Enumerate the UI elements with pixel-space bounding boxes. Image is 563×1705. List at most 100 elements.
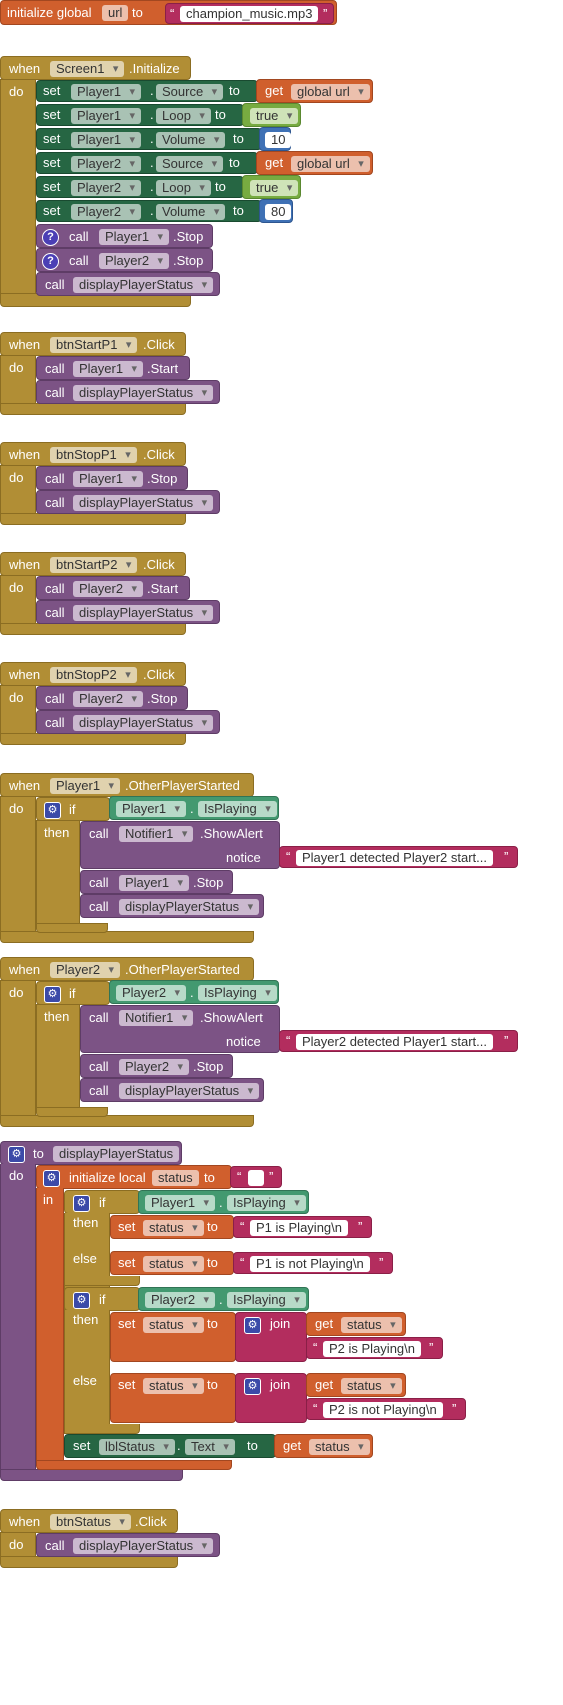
local-init-value[interactable] (248, 1170, 264, 1186)
proc-dropdown[interactable]: displayPlayerStatus (73, 715, 214, 731)
set-player2-volume[interactable]: set Player2 . Volume to (36, 200, 262, 222)
set-component-dropdown[interactable]: Player2 (71, 180, 142, 196)
get-var-dropdown[interactable]: status (341, 1378, 402, 1394)
player2-otherplayerstarted-event[interactable]: when Player2 .OtherPlayerStarted (0, 957, 254, 981)
global-text-block[interactable]: “ champion_music.mp3 ” (165, 3, 334, 24)
set-player1-loop[interactable]: set Player1 . Loop to (36, 104, 244, 126)
btnstopp2-click-event[interactable]: when btnStopP2 .Click (0, 662, 186, 686)
call-component-dropdown[interactable]: Player2 (99, 253, 170, 269)
call-display-status[interactable]: call displayPlayerStatus (36, 600, 220, 624)
call-display-status[interactable]: call displayPlayerStatus (80, 1078, 264, 1102)
call-player-method[interactable]: call Player1 .Start (36, 356, 190, 380)
set-property-dropdown[interactable]: Source (156, 156, 224, 172)
player2-isplaying[interactable]: Player2 . IsPlaying (109, 980, 279, 1004)
text-value[interactable]: P1 is Playing\n (250, 1220, 348, 1236)
get-var-dropdown[interactable]: status (309, 1439, 370, 1455)
set-property-dropdown[interactable]: Text (185, 1439, 235, 1455)
procedure-definition[interactable]: ⚙ to displayPlayerStatus (0, 1141, 182, 1165)
gear-icon[interactable]: ⚙ (44, 986, 61, 1003)
set-property-dropdown[interactable]: Loop (156, 108, 211, 124)
set-status-4[interactable]: set status to (110, 1373, 236, 1423)
call-component-dropdown[interactable]: Player1 (99, 229, 170, 245)
call-display-status[interactable]: call displayPlayerStatus (80, 894, 264, 918)
get-var-dropdown[interactable]: global url (291, 156, 370, 172)
proc-dropdown[interactable]: displayPlayerStatus (73, 385, 214, 401)
text-value[interactable]: P2 is Playing\n (323, 1341, 421, 1357)
proc-dropdown[interactable]: displayPlayerStatus (119, 899, 260, 915)
set-property-dropdown[interactable]: Loop (156, 180, 211, 196)
proc-dropdown[interactable]: displayPlayerStatus (119, 1083, 260, 1099)
event-component-dropdown[interactable]: btnStopP2 (50, 667, 137, 683)
set-component-dropdown[interactable]: Player1 (71, 132, 142, 148)
set-status-1[interactable]: set status to (110, 1215, 234, 1239)
call-component-dropdown[interactable]: Player2 (73, 581, 144, 597)
if-block[interactable]: ⚙ if (36, 797, 110, 821)
gear-icon[interactable]: ⚙ (73, 1292, 90, 1309)
proc-dropdown[interactable]: displayPlayerStatus (73, 277, 214, 293)
bool-dropdown[interactable]: true (250, 180, 299, 196)
gear-icon[interactable]: ⚙ (43, 1170, 60, 1187)
player2-isplaying[interactable]: Player2 . IsPlaying (138, 1287, 309, 1311)
set-lblstatus-text[interactable]: set lblStatus . Text to (64, 1434, 276, 1458)
event-component-dropdown[interactable]: Player2 (50, 962, 121, 978)
text-p2-playing[interactable]: “ P2 is Playing\n ” (306, 1337, 443, 1359)
get-status-final[interactable]: get status (274, 1434, 373, 1458)
if-else-block-1[interactable]: ⚙ if (64, 1190, 140, 1214)
set-component-dropdown[interactable]: Player2 (71, 156, 142, 172)
call-component-dropdown[interactable]: Player2 (73, 691, 144, 707)
proc-dropdown[interactable]: displayPlayerStatus (73, 1538, 214, 1554)
gear-icon[interactable]: ⚙ (73, 1195, 90, 1212)
call-display-status[interactable]: call displayPlayerStatus (36, 710, 220, 734)
call-player-stop[interactable]: call Player1 .Stop (80, 870, 233, 894)
player1-isplaying[interactable]: Player1 . IsPlaying (138, 1190, 309, 1214)
bool-true-1[interactable]: true (242, 103, 301, 127)
help-icon[interactable]: ? (42, 253, 59, 270)
proc-dropdown[interactable]: displayPlayerStatus (73, 495, 214, 511)
event-component-dropdown[interactable]: btnStatus (50, 1514, 131, 1530)
gear-icon[interactable]: ⚙ (244, 1317, 261, 1334)
prop-component-dropdown[interactable]: Player2 (145, 1292, 216, 1308)
screen-initialize-event[interactable]: when Screen1 .Initialize (0, 56, 191, 80)
set-var-dropdown[interactable]: status (143, 1378, 204, 1394)
prop-component-dropdown[interactable]: Player1 (116, 801, 187, 817)
event-component-dropdown[interactable]: btnStartP2 (50, 557, 138, 573)
prop-name-dropdown[interactable]: IsPlaying (198, 801, 277, 817)
notice-text-value[interactable]: Player2 detected Player1 start... (296, 1034, 493, 1050)
get-var-dropdown[interactable]: global url (291, 84, 370, 100)
set-property-dropdown[interactable]: Volume (156, 132, 226, 148)
local-var-name[interactable]: status (152, 1170, 199, 1186)
call-component-dropdown[interactable]: Player1 (119, 875, 190, 891)
text-p2-not-playing[interactable]: “ P2 is not Playing\n ” (306, 1398, 466, 1420)
global-text-value[interactable]: champion_music.mp3 (180, 6, 319, 22)
player1-isplaying[interactable]: Player1 . IsPlaying (109, 796, 279, 820)
empty-text-block[interactable]: “ ” (230, 1166, 282, 1188)
global-var-block[interactable]: initialize global url to “ champion_musi… (0, 0, 337, 25)
get-status-2[interactable]: get status (306, 1373, 406, 1397)
text-value[interactable]: P2 is not Playing\n (323, 1402, 443, 1418)
event-component-dropdown[interactable]: Screen1 (50, 61, 125, 77)
text-p1-playing[interactable]: “ P1 is Playing\n ” (233, 1216, 372, 1238)
prop-component-dropdown[interactable]: Player2 (116, 985, 187, 1001)
initialize-local-block[interactable]: ⚙ initialize local status to (36, 1165, 232, 1189)
call-player-method[interactable]: call Player2 .Stop (36, 686, 188, 710)
number-10[interactable]: 10 (259, 127, 292, 151)
set-component-dropdown[interactable]: Player1 (71, 84, 142, 100)
call-player2-stop[interactable]: ? call Player2 .Stop (36, 248, 213, 272)
text-value[interactable]: P1 is not Playing\n (250, 1256, 370, 1272)
gear-icon[interactable]: ⚙ (8, 1146, 25, 1163)
join-block-1[interactable]: ⚙ join (235, 1312, 307, 1362)
event-component-dropdown[interactable]: btnStartP1 (50, 337, 138, 353)
prop-name-dropdown[interactable]: IsPlaying (198, 985, 277, 1001)
prop-name-dropdown[interactable]: IsPlaying (227, 1292, 306, 1308)
call-player-stop[interactable]: call Player2 .Stop (80, 1054, 233, 1078)
call-notifier-showalert[interactable]: call Notifier1 .ShowAlert notice (80, 1005, 280, 1053)
text-p1-not-playing[interactable]: “ P1 is not Playing\n ” (233, 1252, 393, 1274)
bool-true-2[interactable]: true (242, 175, 301, 199)
call-component-dropdown[interactable]: Player1 (73, 471, 144, 487)
join-block-2[interactable]: ⚙ join (235, 1373, 307, 1423)
call-component-dropdown[interactable]: Player2 (119, 1059, 190, 1075)
set-player2-source[interactable]: set Player2 . Source to (36, 152, 258, 174)
set-player1-source[interactable]: set Player1 . Source to (36, 80, 258, 102)
call-display-status[interactable]: call displayPlayerStatus (36, 1533, 220, 1557)
call-player1-stop[interactable]: ? call Player1 .Stop (36, 224, 213, 248)
